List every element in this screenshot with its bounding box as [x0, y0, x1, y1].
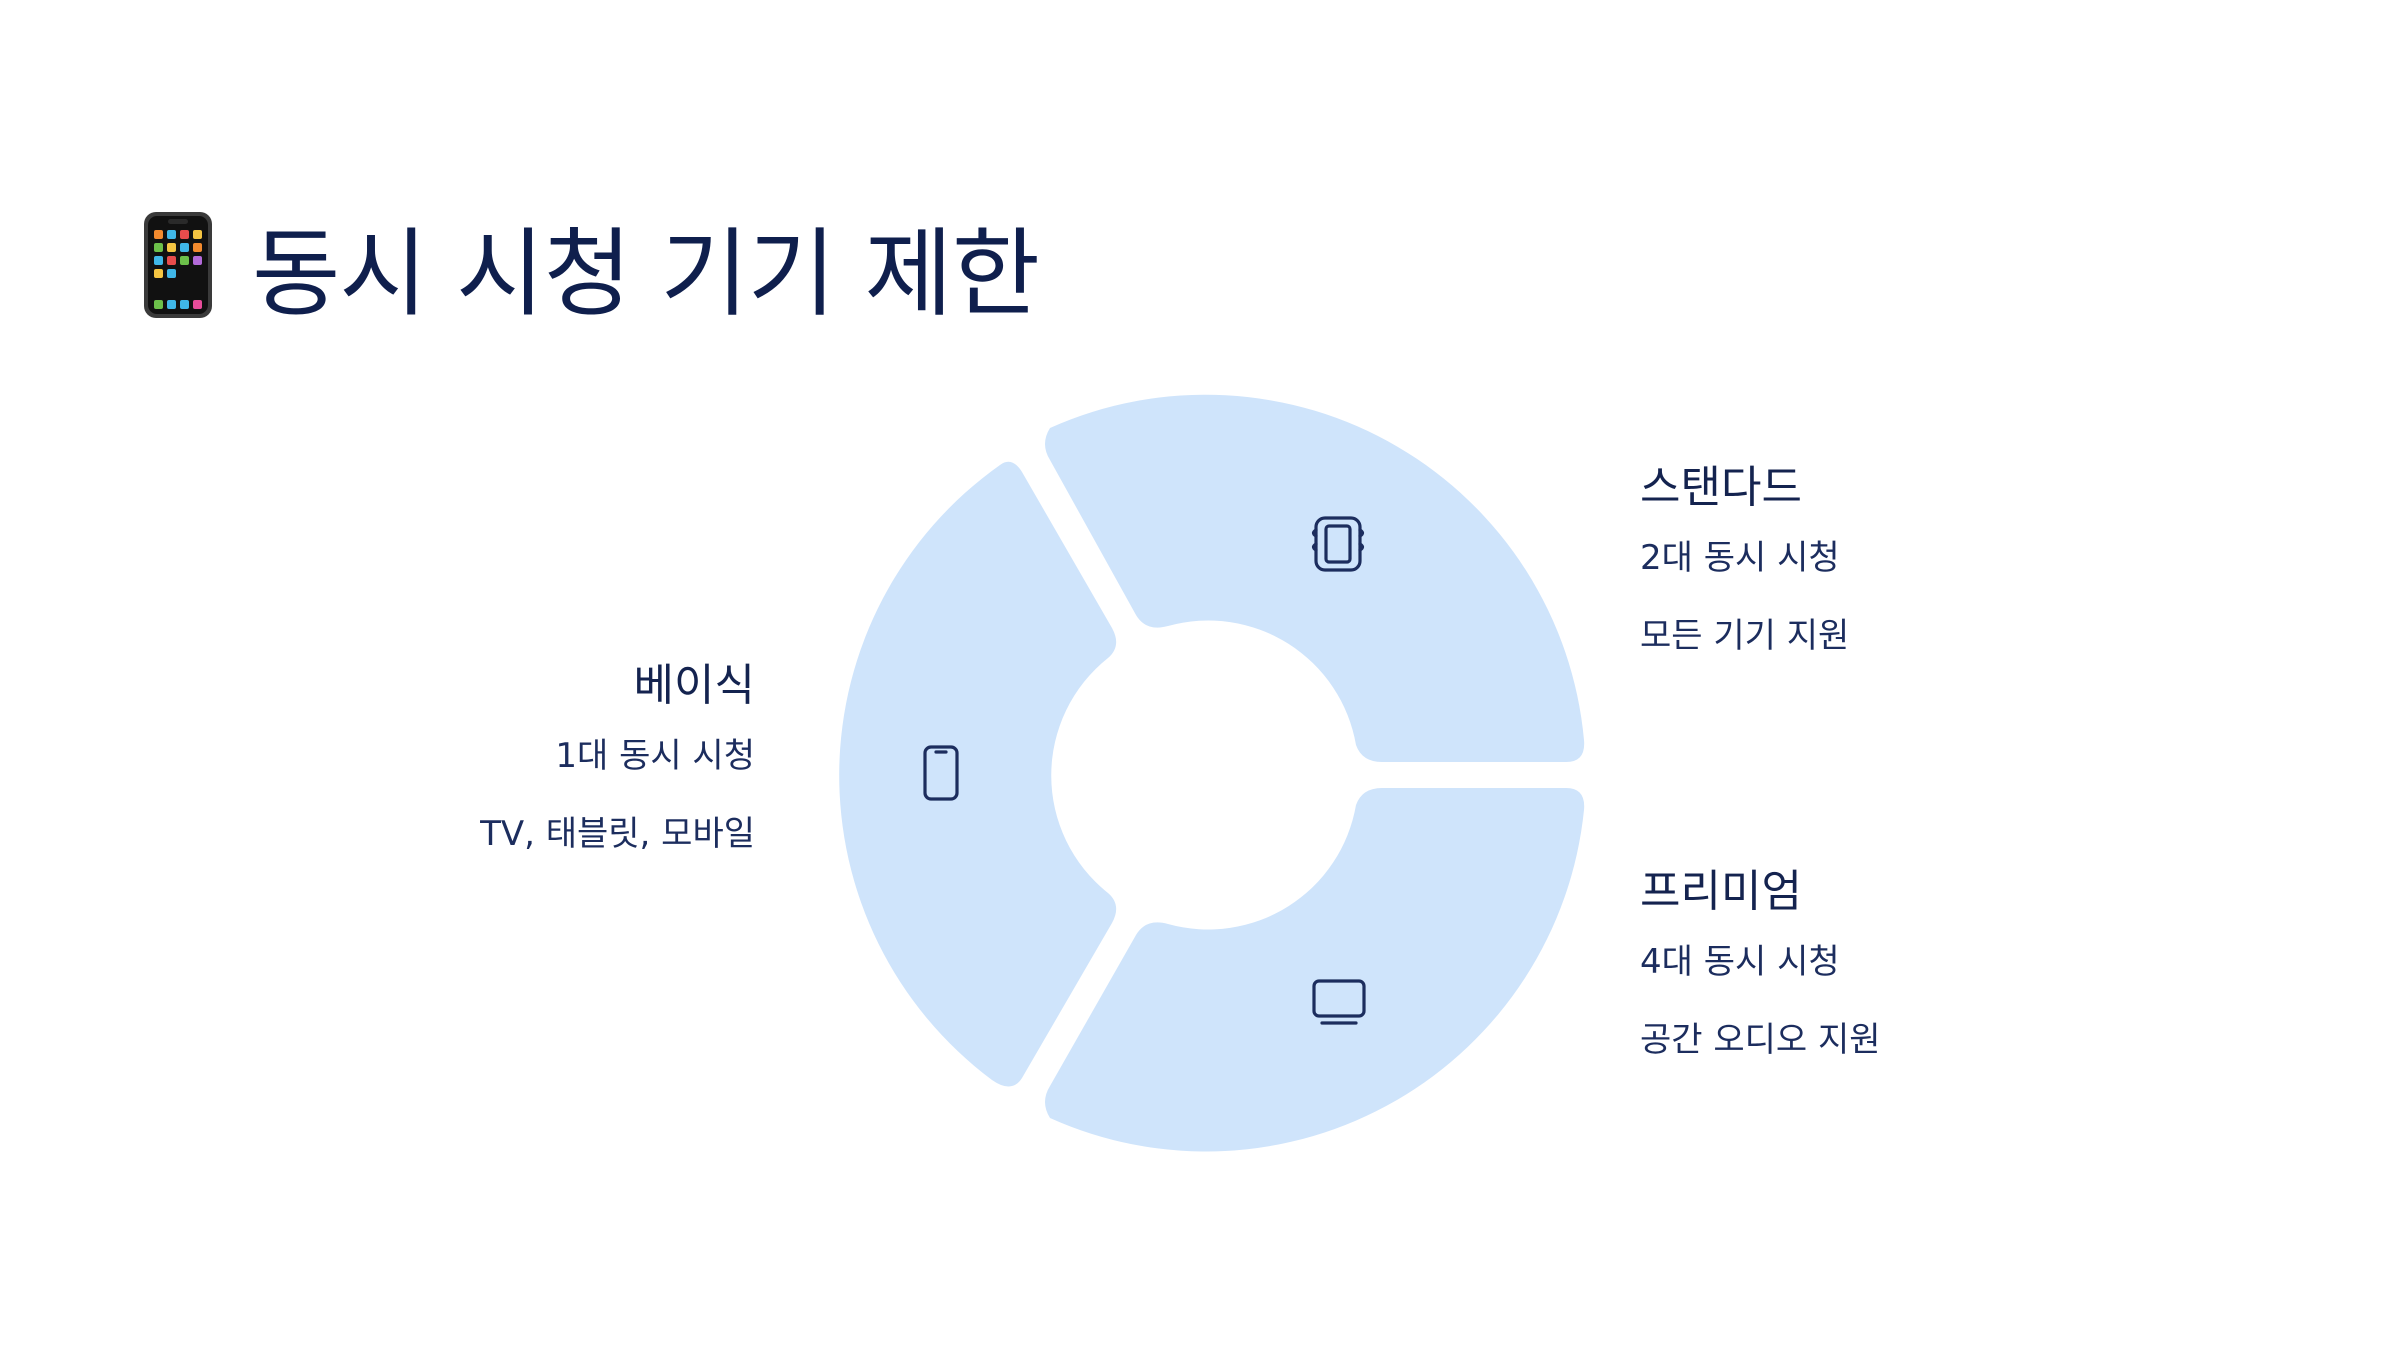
- plan-name-standard: 스탠다드: [1640, 462, 1802, 513]
- segment-basic: [839, 461, 1117, 1087]
- label-standard: 스탠다드 2대 동시 시청 모든 기기 지원: [1640, 458, 1849, 656]
- smartphone-icon: [923, 745, 959, 801]
- label-premium: 프리미엄 4대 동시 시청 공간 오디오 지원: [1640, 862, 1881, 1060]
- segment-premium: [1045, 788, 1585, 1152]
- tv-monitor-icon: [1312, 979, 1366, 1025]
- premium-device-count: 4대 동시 시청: [1640, 942, 1840, 982]
- label-basic: 베이식 1대 동시 시청 TV, 태블릿, 모바일: [480, 656, 755, 854]
- premium-audio-support: 공간 오디오 지원: [1640, 1020, 1881, 1060]
- page-title: 동시 시청 기기 제한: [140, 200, 1040, 330]
- standard-device-support: 모든 기기 지원: [1640, 616, 1850, 656]
- tablet-icon: [1311, 516, 1365, 572]
- standard-device-count: 2대 동시 시청: [1640, 538, 1840, 578]
- segment-standard: [1045, 394, 1585, 762]
- page-title-text: 동시 시청 기기 제한: [252, 217, 1040, 330]
- basic-device-count: 1대 동시 시청: [555, 736, 755, 776]
- mobile-phone-icon: [144, 212, 212, 318]
- plan-name-premium: 프리미엄: [1640, 866, 1802, 917]
- plan-name-basic: 베이식: [633, 660, 755, 711]
- basic-device-types: TV, 태블릿, 모바일: [480, 814, 755, 854]
